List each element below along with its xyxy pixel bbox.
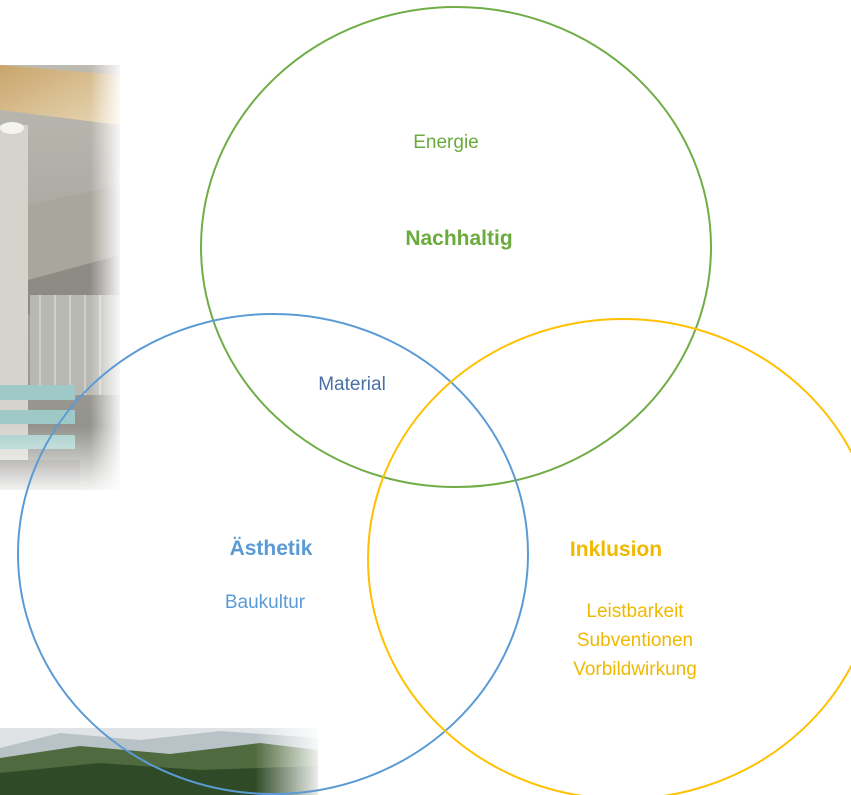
material-label: Material	[318, 374, 386, 395]
inklusion-title: Inklusion	[569, 538, 663, 561]
inklusion-items: Leistbarkeit Subventionen Vorbildwirkung	[573, 597, 697, 684]
architecture-interior-photo	[0, 65, 120, 490]
vorbildwirkung-label: Vorbildwirkung	[573, 659, 697, 680]
circle-aesthetik	[17, 313, 529, 795]
circle-inklusion	[367, 318, 851, 795]
baukultur-label: Baukultur	[224, 592, 306, 613]
leistbarkeit-label: Leistbarkeit	[586, 601, 684, 622]
energie-label: Energie	[413, 132, 479, 153]
circle-nachhaltig	[200, 6, 712, 488]
aesthetik-title: Ästhetik	[229, 537, 313, 560]
nachhaltig-title: Nachhaltig	[405, 227, 513, 250]
subventionen-label: Subventionen	[576, 630, 694, 651]
